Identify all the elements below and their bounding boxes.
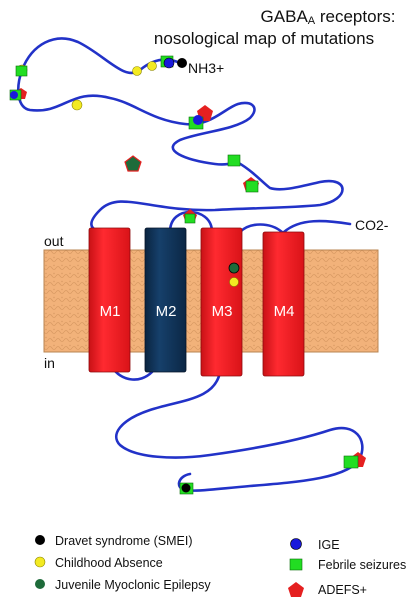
absence-marker: [71, 99, 83, 111]
svg-text:Dravet syndrome (SMEI): Dravet syndrome (SMEI): [55, 534, 193, 548]
svg-text:Juvenile Myoclonic Epilepsy: Juvenile Myoclonic Epilepsy: [55, 578, 211, 592]
dravet-marker: [181, 483, 191, 493]
febrile-seizures-marker: [343, 455, 359, 469]
segment-m1: M1: [88, 227, 131, 373]
diagram-title-line2: nosological map of mutations: [154, 29, 374, 48]
ige-marker: [10, 91, 18, 99]
febrile-seizures-marker: [245, 180, 259, 193]
legend-item-absence: Childhood Absence: [34, 556, 163, 570]
segment-m4: M4: [262, 231, 305, 377]
c-terminal-tail: [282, 219, 352, 234]
legend-dravet-icon: [35, 535, 45, 545]
svg-text:Childhood Absence: Childhood Absence: [55, 556, 163, 570]
legend-item-adefs: ADEFS+: [288, 582, 367, 597]
absence-marker: [147, 61, 157, 71]
legend-adefs-icon: [288, 582, 304, 597]
febrile-seizures-marker: [227, 154, 241, 167]
febrile-seizures-marker: [184, 213, 196, 224]
febrile-seizures-marker: [15, 65, 28, 77]
svg-text:M2: M2: [156, 303, 177, 320]
segment-m2: M2: [144, 227, 187, 373]
svg-text:IGE: IGE: [318, 538, 340, 552]
legend-item-ige: IGE: [290, 538, 340, 552]
svg-text:M4: M4: [274, 303, 295, 320]
ige-marker: [193, 115, 203, 125]
absence-marker: [132, 66, 142, 76]
svg-text:Febrile seizures: Febrile seizures: [318, 558, 406, 572]
c-terminus-label: CO2-: [355, 217, 389, 233]
legend-jme-icon: [35, 579, 45, 589]
legend-item-febrile: Febrile seizures: [289, 558, 406, 572]
diagram-title-line1: GABAA receptors:: [261, 7, 396, 27]
legend-ige-icon: [290, 538, 302, 550]
loop-m3-m4-out: [238, 223, 284, 234]
legend-febrile-icon: [289, 558, 303, 571]
svg-text:ADEFS+: ADEFS+: [318, 583, 367, 597]
legend-item-jme: Juvenile Myoclonic Epilepsy: [35, 578, 211, 592]
segment-m3: M3: [200, 227, 243, 377]
legend-absence-icon: [34, 556, 46, 568]
loop-m3-m4: [114, 370, 364, 492]
legend: Dravet syndrome (SMEI) IGE Childhood Abs…: [34, 534, 406, 597]
dravet-marker: [177, 58, 187, 68]
svg-text:M1: M1: [100, 303, 121, 320]
n-terminus-label: NH3+: [188, 60, 224, 76]
jme-marker: [228, 262, 240, 274]
absence-marker: [229, 277, 239, 287]
legend-item-dravet: Dravet syndrome (SMEI): [35, 534, 193, 548]
outside-label: out: [44, 233, 64, 249]
mutation-markers: [9, 55, 366, 495]
ige-marker: [163, 57, 175, 69]
jme-adefs-marker: [124, 155, 142, 172]
svg-text:M3: M3: [212, 303, 233, 320]
inside-label: in: [44, 355, 55, 371]
